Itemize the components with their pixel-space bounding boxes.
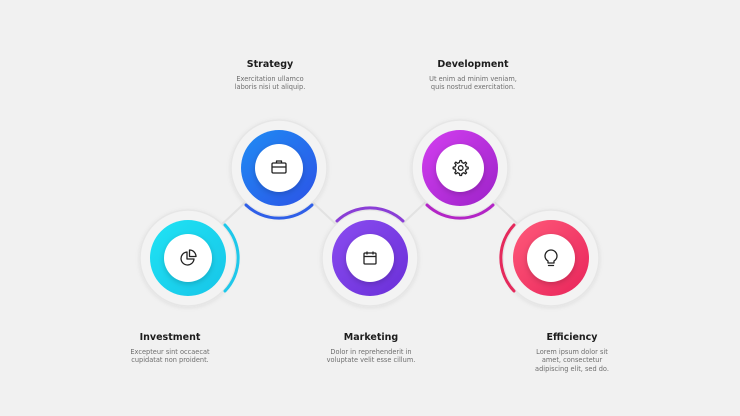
connector-4-5 [489,197,523,229]
step-label-marketing: Marketing Dolor in reprehenderit in volu… [291,332,451,365]
connector-1-2 [217,197,251,229]
step-title: Marketing [343,332,399,343]
step-node-efficiency [499,209,600,307]
step-title: Investment [139,332,201,343]
step-title: Strategy [246,59,294,70]
progress-arc-development [425,203,495,220]
step-description: Dolor in reprehenderit in voluptate veli… [326,348,416,365]
progress-arc-efficiency [499,223,516,293]
calendar-icon [363,251,377,265]
progress-arc-strategy [244,203,314,220]
step-description: Exercitation ullamco laboris nisi ut ali… [234,75,306,92]
lightbulb-icon [544,249,558,267]
step-title: Development [437,59,509,70]
step-description: Ut enim ad minim veniam, quis nostrud ex… [429,75,517,92]
step-node-investment [139,209,240,307]
step-label-strategy: Strategy Exercitation ullamco laboris ni… [190,59,350,92]
step-title: Efficiency [546,332,598,343]
connector-2-3 [307,197,341,229]
step-label-efficiency: Efficiency Lorem ipsum dolor sit amet, c… [492,332,652,373]
step-description: Excepteur sint occaecat cupidatat non pr… [130,348,210,365]
step-description: Lorem ipsum dolor sit amet, consectetur … [535,348,609,373]
progress-arc-marketing [335,206,405,223]
briefcase-icon [271,160,287,174]
step-label-development: Development Ut enim ad minim veniam, qui… [393,59,553,92]
step-node-strategy [230,119,328,220]
step-node-marketing [321,206,419,307]
gear-icon [452,159,469,177]
step-node-development [411,119,509,220]
progress-arc-investment [223,223,240,293]
pie-chart-icon [180,249,197,266]
step-label-investment: Investment Excepteur sint occaecat cupid… [90,332,250,365]
